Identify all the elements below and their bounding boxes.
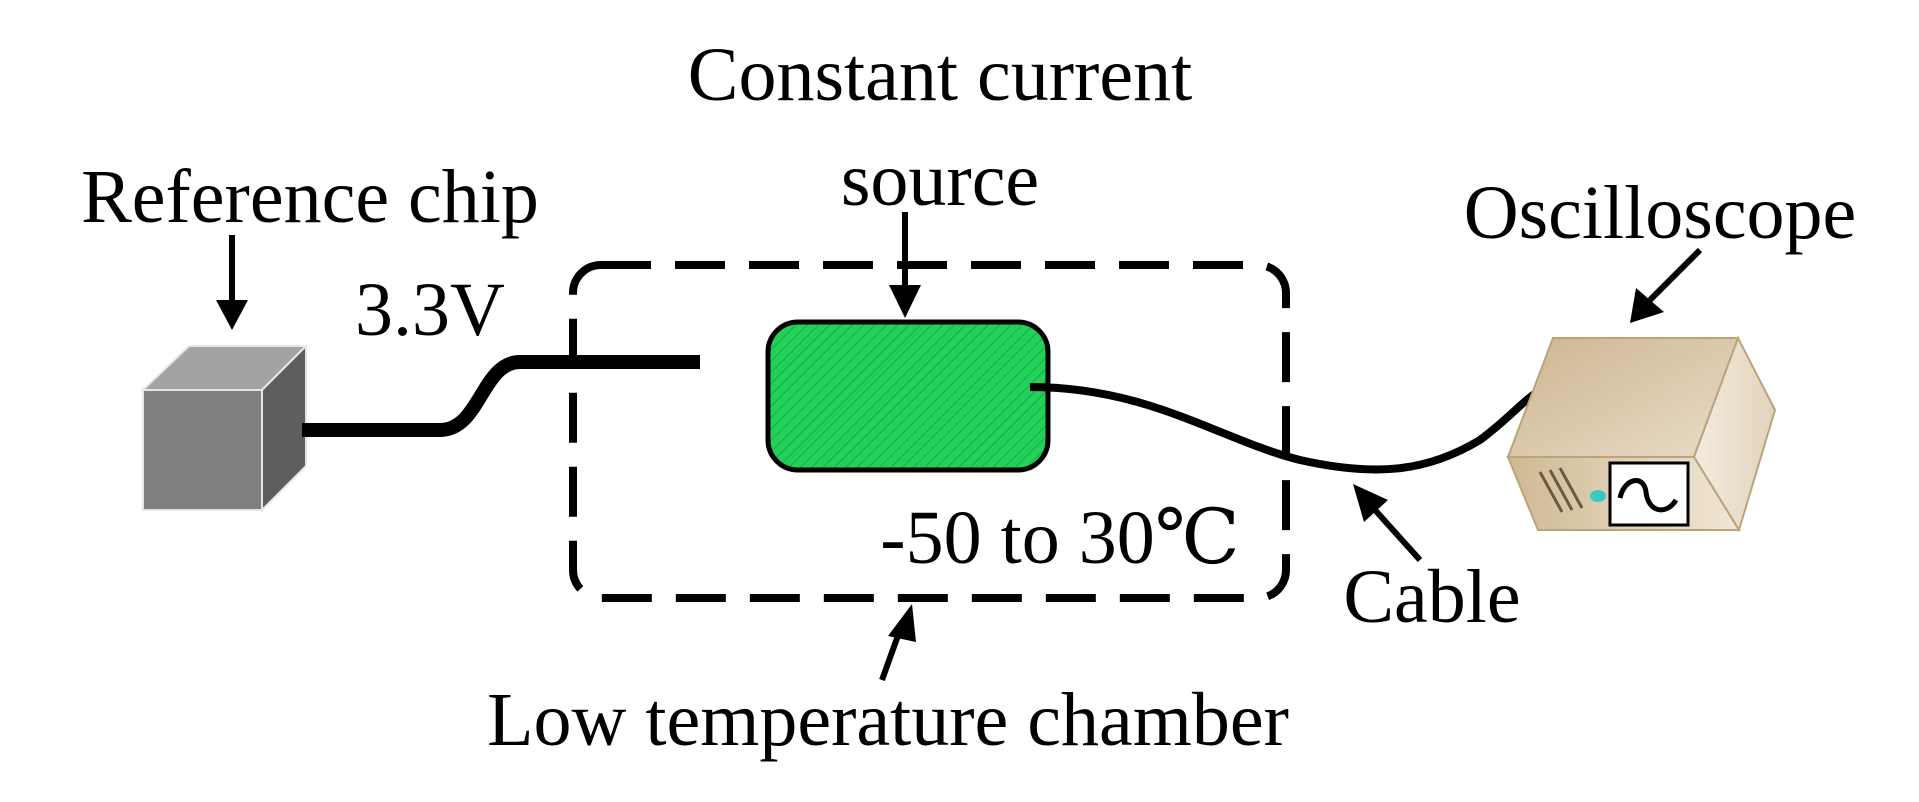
source-arrow	[889, 212, 921, 318]
oscilloscope-label: Oscilloscope	[1464, 171, 1857, 255]
voltage-label: 3.3V	[355, 268, 505, 352]
signal-cable	[1029, 383, 1553, 474]
sine-wave-icon	[1617, 478, 1679, 513]
current-source-box	[765, 319, 1051, 473]
cable-arrow	[1353, 484, 1423, 563]
temperature-range-label: -50 to 30℃	[880, 496, 1239, 580]
source-title-line2: source	[841, 138, 1039, 222]
scope-knob	[1590, 490, 1606, 502]
chamber-label: Low temperature chamber	[487, 678, 1289, 762]
chip-icon	[140, 343, 309, 513]
reference-chip-label: Reference chip	[81, 155, 539, 239]
power-cable	[302, 355, 700, 437]
oscilloscope-arrow	[1630, 247, 1703, 323]
cable-label: Cable	[1343, 555, 1520, 639]
low-temperature-chamber	[569, 261, 1290, 602]
chamber-arrow	[879, 604, 916, 682]
source-title-line1: Constant current	[688, 33, 1192, 117]
reference-chip-arrow	[216, 235, 248, 330]
oscilloscope-icon	[1506, 335, 1777, 533]
